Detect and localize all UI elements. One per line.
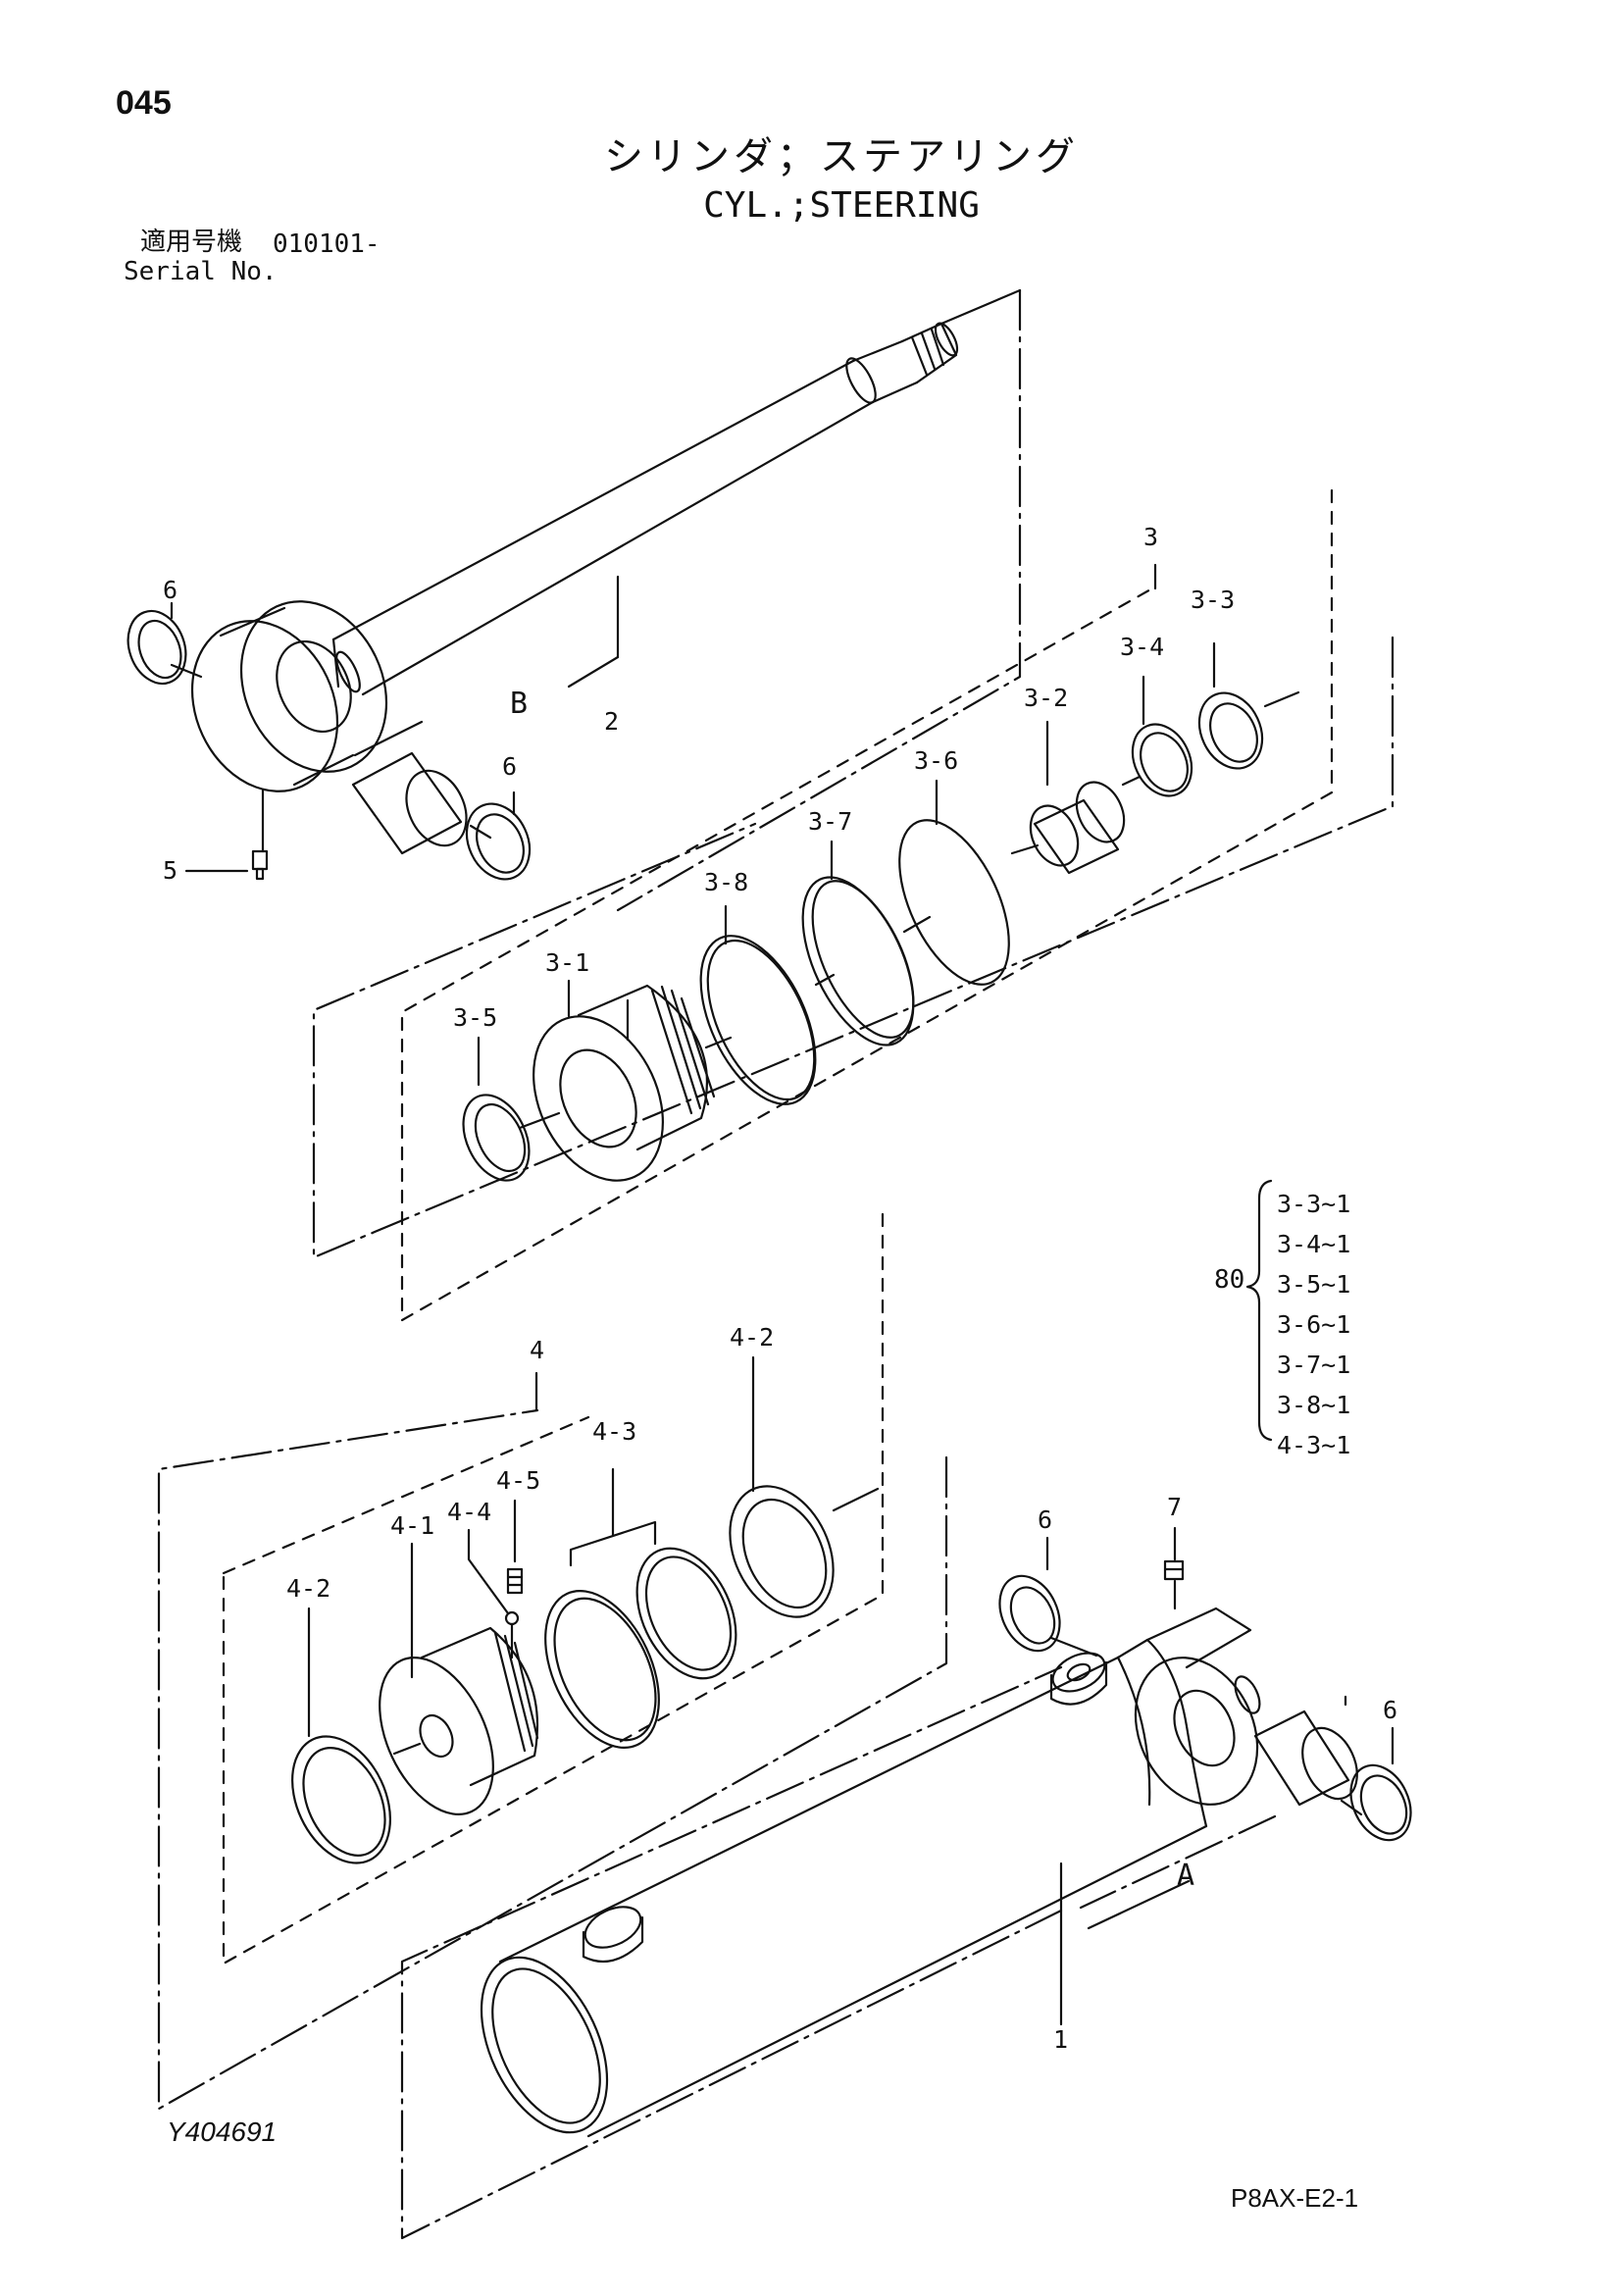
callout-label: 7 bbox=[1167, 1493, 1182, 1521]
callout-label: 1 bbox=[1053, 2025, 1068, 2054]
seal-ring-part-6 bbox=[998, 1574, 1061, 1653]
callout-label: 3-1 bbox=[545, 948, 589, 977]
serial-value: 010101- bbox=[273, 230, 381, 259]
serial-label-english: Serial No. bbox=[124, 257, 278, 286]
bushing-part-b bbox=[351, 751, 468, 855]
callout-label: 4-5 bbox=[496, 1466, 540, 1495]
callout-label: 6 bbox=[502, 752, 517, 781]
seal-ring-part-6 bbox=[127, 609, 187, 686]
wear-ring-part-4-2 bbox=[291, 1735, 391, 1864]
seal-ring-part-6 bbox=[465, 802, 532, 881]
bushing-part-a bbox=[1253, 1709, 1358, 1807]
sheet-id: P8AX-E2-1 bbox=[1231, 2183, 1359, 2213]
callout-label: 4-1 bbox=[390, 1511, 434, 1540]
callout-label: 6 bbox=[163, 576, 178, 604]
seal-kit-item: 3-7~1 bbox=[1277, 1351, 1351, 1379]
callout-label: 4-2 bbox=[286, 1574, 330, 1603]
callout-label: 4-3 bbox=[592, 1417, 636, 1446]
o-ring-part-3-6 bbox=[898, 819, 1010, 986]
drawing-id: Y404691 bbox=[167, 2117, 278, 2147]
callout-label: 3-5 bbox=[453, 1003, 497, 1032]
callout-label: 6 bbox=[1038, 1505, 1052, 1534]
rod-cover-part-3-1 bbox=[533, 984, 716, 1182]
callout-label: 6 bbox=[1383, 1696, 1397, 1724]
callout-label: 3-7 bbox=[808, 807, 852, 836]
callout-label: 4-2 bbox=[730, 1323, 774, 1352]
seal-kit-item: 3-4~1 bbox=[1277, 1230, 1351, 1258]
callout-label: 3-8 bbox=[704, 868, 748, 896]
backup-ring-part-3-4 bbox=[1131, 723, 1193, 797]
bushing-part-3-2 bbox=[1029, 781, 1126, 875]
callout-label: 4-4 bbox=[447, 1498, 491, 1526]
wear-ring-part-3-3 bbox=[1197, 691, 1264, 770]
callout-label: 3-2 bbox=[1024, 684, 1068, 712]
callout-label: B bbox=[510, 687, 528, 721]
callout-label: 5 bbox=[163, 856, 178, 885]
callout-label: A bbox=[1177, 1859, 1194, 1893]
dust-seal-part-3-5 bbox=[462, 1094, 531, 1182]
seal-kit-item: 3-6~1 bbox=[1277, 1310, 1351, 1339]
piston-rod-part-2 bbox=[190, 322, 959, 792]
seal-kit-item: 3-5~1 bbox=[1277, 1270, 1351, 1299]
serial-label-japanese: 適用号機 bbox=[140, 228, 243, 257]
title-japanese: シリンダ；ステアリング bbox=[604, 134, 1079, 179]
callout-label: 3 bbox=[1143, 523, 1158, 551]
cylinder-tube-part-1 bbox=[480, 1607, 1261, 2138]
grease-fitting-part-5 bbox=[251, 849, 269, 881]
callout-label: 3-6 bbox=[914, 746, 958, 775]
backup-ring-part-3-8 bbox=[699, 935, 817, 1105]
callout-label: 3-3 bbox=[1191, 586, 1235, 614]
seal-kit-item: 3-3~1 bbox=[1277, 1190, 1351, 1218]
grease-fitting-part-7 bbox=[1163, 1559, 1185, 1581]
seal-part-4-3 bbox=[544, 1547, 737, 1749]
page-number: 045 bbox=[116, 84, 172, 122]
set-screw-part-4-5 bbox=[506, 1567, 524, 1595]
seal-kit-quantity: 80 bbox=[1214, 1265, 1245, 1295]
seal-kit-item: 3-8~1 bbox=[1277, 1391, 1351, 1419]
callout-label: 3-4 bbox=[1120, 633, 1164, 661]
seal-ring-part-6 bbox=[1349, 1763, 1412, 1842]
seal-kit-item: 4-3~1 bbox=[1277, 1431, 1351, 1459]
callout-label: 2 bbox=[604, 707, 619, 736]
title-english: CYL.;STEERING bbox=[703, 185, 980, 226]
callout-label: 4 bbox=[530, 1336, 544, 1364]
slide-ring-part-3-7 bbox=[801, 876, 915, 1046]
piston-part-4-1 bbox=[379, 1626, 539, 1815]
